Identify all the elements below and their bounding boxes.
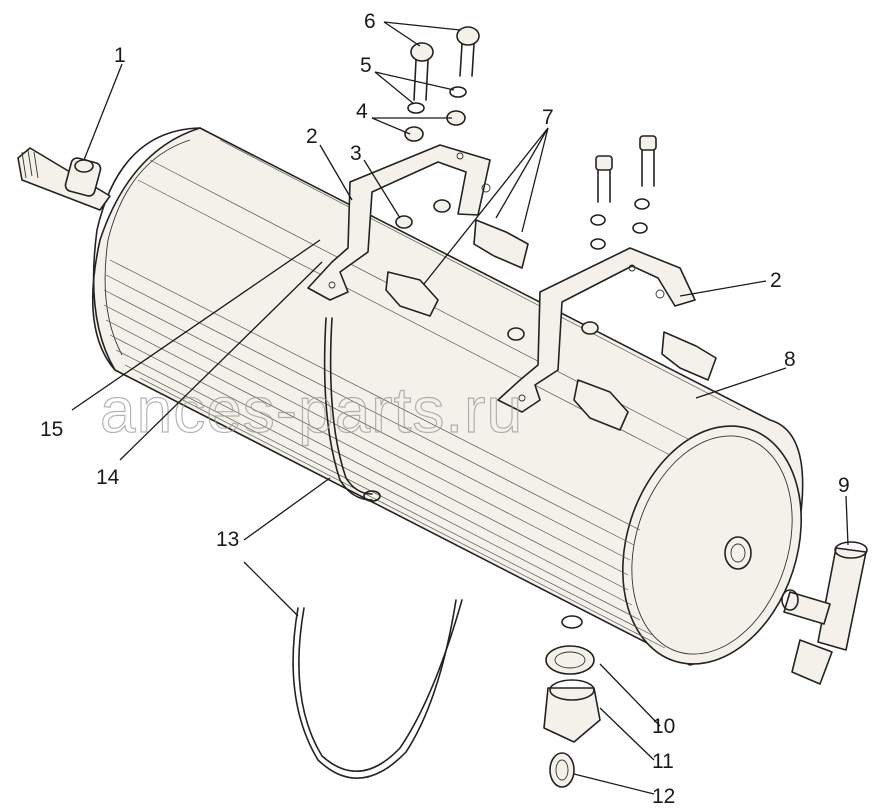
callout-labels: 1 2 2 3 4 5 6 7 8 9 10 11 12 13 14 15 <box>40 10 850 808</box>
callout-9: 9 <box>838 474 850 497</box>
nuts-part-4 <box>395 110 599 341</box>
bolts-part-6 <box>410 26 657 203</box>
callout-3: 3 <box>350 142 362 165</box>
callout-2-right: 2 <box>770 269 782 292</box>
seal-ring-part-10 <box>545 645 595 675</box>
leader-lines <box>71 21 849 795</box>
bolt <box>410 42 434 101</box>
drain-ring-part-12 <box>549 752 575 788</box>
inlet-fitting-part-1 <box>17 147 111 211</box>
callout-5: 5 <box>360 54 372 77</box>
callout-1: 1 <box>114 44 126 67</box>
callout-2-left: 2 <box>306 125 318 148</box>
callout-11: 11 <box>652 750 674 773</box>
callout-15: 15 <box>40 418 63 441</box>
drain-plug-part-11 <box>543 687 601 743</box>
bolt <box>639 135 657 187</box>
washers-part-5 <box>407 86 650 250</box>
watermark: ances-parts.ru <box>100 374 523 446</box>
callout-12: 12 <box>652 785 675 808</box>
outlet-tee-part-9 <box>781 541 868 685</box>
callout-13: 13 <box>216 528 239 551</box>
drain-hose-part-13 <box>292 317 463 779</box>
callout-8: 8 <box>784 348 796 371</box>
mounting-bracket-left <box>307 144 491 301</box>
callout-7: 7 <box>542 106 554 129</box>
callout-10: 10 <box>652 715 675 738</box>
air-receiver-tank <box>91 127 804 666</box>
callout-6: 6 <box>364 10 376 33</box>
rubber-pads-part-7 <box>385 219 717 431</box>
drain-valve-assembly <box>543 645 601 788</box>
mounting-bracket-right <box>497 247 696 413</box>
bolt <box>595 155 613 203</box>
callout-14: 14 <box>96 466 120 489</box>
callout-4: 4 <box>356 100 368 123</box>
bolt <box>456 26 480 77</box>
